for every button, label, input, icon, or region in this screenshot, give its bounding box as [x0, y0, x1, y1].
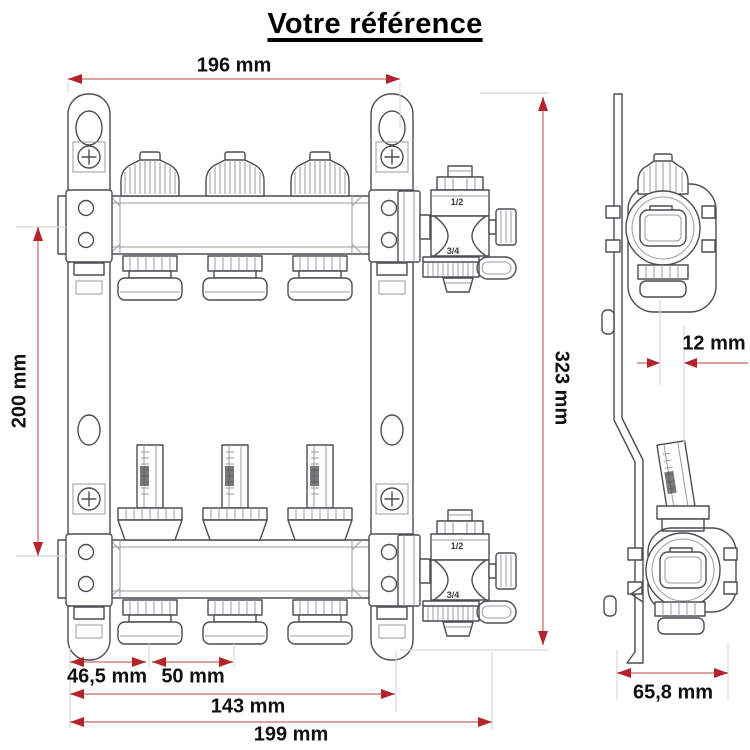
- side-view: [601, 93, 738, 664]
- thermostatic-knobs: [120, 151, 350, 197]
- dim-label-outlets-span: 143 mm: [210, 695, 286, 718]
- end-valve-bottom: [397, 509, 517, 637]
- page-title: Votre référence: [267, 8, 483, 40]
- dim-label-first-outlet: 46,5 mm: [66, 665, 148, 688]
- front-view: [57, 93, 517, 661]
- valve-size-label-bottom-inlet: 1/2: [450, 541, 464, 551]
- manifold-bar-bottom: [57, 539, 399, 599]
- valve-size-label-bottom-outlet: 3/4: [446, 590, 460, 600]
- mounting-screws: [72, 141, 409, 515]
- side-valve-bottom: [627, 440, 738, 635]
- dim-label-depth-total: 65,8 mm: [632, 681, 714, 704]
- valve-size-label-top-inlet: 1/2: [450, 197, 464, 207]
- dim-label-height-left: 200 mm: [8, 353, 31, 429]
- wall-plate: [601, 93, 644, 664]
- flow-meters: [117, 444, 353, 541]
- dimension-annotations: [16, 74, 748, 730]
- dim-label-height-right: 323 mm: [550, 350, 573, 426]
- dim-label-depth-offset: 12 mm: [682, 332, 746, 355]
- dim-label-outlet-spacing: 50 mm: [161, 665, 225, 688]
- dim-label-width-total: 199 mm: [253, 723, 329, 746]
- side-valve-top: [605, 153, 717, 313]
- valve-size-label-top-outlet: 3/4: [446, 246, 460, 256]
- end-valve-top: [397, 165, 517, 293]
- dim-label-width-overall: 196 mm: [196, 54, 272, 77]
